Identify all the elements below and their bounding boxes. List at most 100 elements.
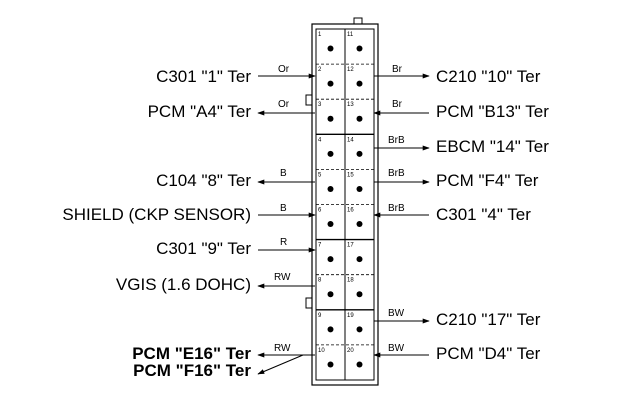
pin-number: 5 (318, 172, 322, 178)
wire-color-label: B (280, 168, 287, 179)
pin-terminal-dot (356, 150, 363, 157)
circuit-label: C301 "1" Ter (156, 67, 251, 86)
right-circuit-6: BW C210 "17" Ter (374, 308, 541, 329)
left-circuit-2: Or PCM "A4" Ter (148, 99, 315, 121)
circuit-label: EBCM "14" Ter (436, 137, 549, 156)
pin-terminal-dot (327, 291, 334, 298)
pin-number: 14 (347, 137, 354, 143)
pin-number: 3 (318, 102, 322, 108)
circuit-label: C104 "8" Ter (156, 171, 251, 190)
pin-number: 7 (318, 243, 322, 249)
wire-color-label: RW (274, 343, 291, 354)
pin-number: 18 (347, 278, 354, 284)
pin-10: 10 (318, 348, 334, 368)
circuit-label: PCM "B13" Ter (436, 102, 549, 121)
pin-2: 2 (318, 67, 334, 87)
pin-terminal-dot (356, 185, 363, 192)
left-circuit-6: RW VGIS (1.6 DOHC) (116, 272, 315, 294)
right-circuit-4: BrB PCM "F4" Ter (374, 168, 539, 190)
circuit-label: C210 "10" Ter (436, 67, 541, 86)
right-circuit-5: BrB C301 "4" Ter (373, 203, 531, 224)
wire-color-label: Br (392, 99, 403, 110)
circuit-label: PCM "F16" Ter (133, 361, 251, 380)
pin-20: 20 (347, 348, 363, 368)
right-circuits: Br C210 "10" Ter Br PCM "B13" Ter BrB EB… (373, 64, 549, 363)
pin-4: 4 (318, 137, 334, 157)
circuit-label: PCM "E16" Ter (132, 344, 251, 363)
pin-terminal-dot (327, 115, 334, 122)
side-latch-upper (305, 94, 313, 106)
right-circuit-1: Br C210 "10" Ter (374, 64, 541, 86)
left-circuit-1: Or C301 "1" Ter (156, 64, 316, 86)
wire-color-label: Or (278, 64, 290, 75)
circuit-label: C301 "4" Ter (436, 205, 531, 224)
pin-terminal-dot (327, 221, 334, 228)
pin-terminal-dot (356, 326, 363, 333)
wire-color-label: BW (388, 343, 405, 354)
pin-number: 8 (318, 278, 322, 284)
pin-terminal-dot (356, 115, 363, 122)
pin-19: 19 (347, 313, 363, 333)
left-circuit-4: B SHIELD (CKP SENSOR) (62, 203, 316, 224)
pin-terminal-dot (327, 185, 334, 192)
left-circuits: Or C301 "1" Ter Or PCM "A4" Ter B C104 "… (62, 64, 316, 380)
pin-18: 18 (347, 278, 363, 298)
wire-color-label: BrB (388, 168, 405, 179)
pin-6: 6 (318, 208, 334, 228)
pin-number: 15 (347, 172, 354, 178)
pin-15: 15 (347, 172, 363, 192)
pin-terminal-dot (327, 80, 334, 87)
pin-7: 7 (318, 243, 334, 263)
pin-number: 9 (318, 313, 322, 319)
wire-color-label: B (280, 203, 287, 214)
circuit-label: VGIS (1.6 DOHC) (116, 275, 251, 294)
pin-17: 17 (347, 243, 363, 263)
pin-number: 20 (347, 348, 354, 354)
circuit-label: PCM "A4" Ter (148, 102, 252, 121)
pin-terminal-dot (327, 45, 334, 52)
pin-5: 5 (318, 172, 334, 192)
pin-number: 6 (318, 208, 322, 214)
wire-color-label: BW (388, 308, 405, 319)
right-circuit-3: BrB EBCM "14" Ter (374, 135, 549, 156)
pin-number: 17 (347, 243, 354, 249)
pin-13: 13 (347, 102, 363, 122)
wire-color-label: RW (274, 272, 291, 283)
right-circuit-2: Br PCM "B13" Ter (373, 99, 549, 121)
pin-11: 11 (347, 32, 363, 52)
circuit-label: PCM "D4" Ter (436, 344, 541, 363)
pin-number: 16 (347, 208, 354, 214)
pin-terminal-dot (327, 256, 334, 263)
pin-number: 12 (347, 67, 354, 73)
pin-3: 3 (318, 102, 334, 122)
circuit-label: C210 "17" Ter (436, 310, 541, 329)
wire-color-label: R (280, 237, 287, 248)
wire-color-label: BrB (388, 135, 405, 146)
pin-9: 9 (318, 313, 334, 333)
pin-number: 1 (318, 32, 322, 38)
pin-terminal-dot (356, 221, 363, 228)
pin-terminal-dot (327, 361, 334, 368)
pin-terminal-dot (327, 326, 334, 333)
pin-terminal-dot (356, 80, 363, 87)
left-circuit-5: R C301 "9" Ter (156, 237, 316, 258)
pin-number: 19 (347, 313, 354, 319)
wire-color-label: Br (392, 64, 403, 75)
circuit-label: PCM "F4" Ter (436, 171, 539, 190)
wire-color-label: BrB (388, 203, 405, 214)
pin-number: 2 (318, 67, 322, 73)
pin-number: 13 (347, 102, 354, 108)
wire-color-label: Or (278, 99, 290, 110)
pin-1: 1 (318, 32, 334, 52)
pin-terminal-dot (356, 291, 363, 298)
pin-number: 10 (318, 348, 325, 354)
pin-terminal-dot (356, 256, 363, 263)
top-latch (353, 17, 363, 25)
pin-14: 14 (347, 137, 363, 157)
circuit-label: SHIELD (CKP SENSOR) (62, 205, 251, 224)
pin-12: 12 (347, 67, 363, 87)
pin-terminal-dot (356, 45, 363, 52)
